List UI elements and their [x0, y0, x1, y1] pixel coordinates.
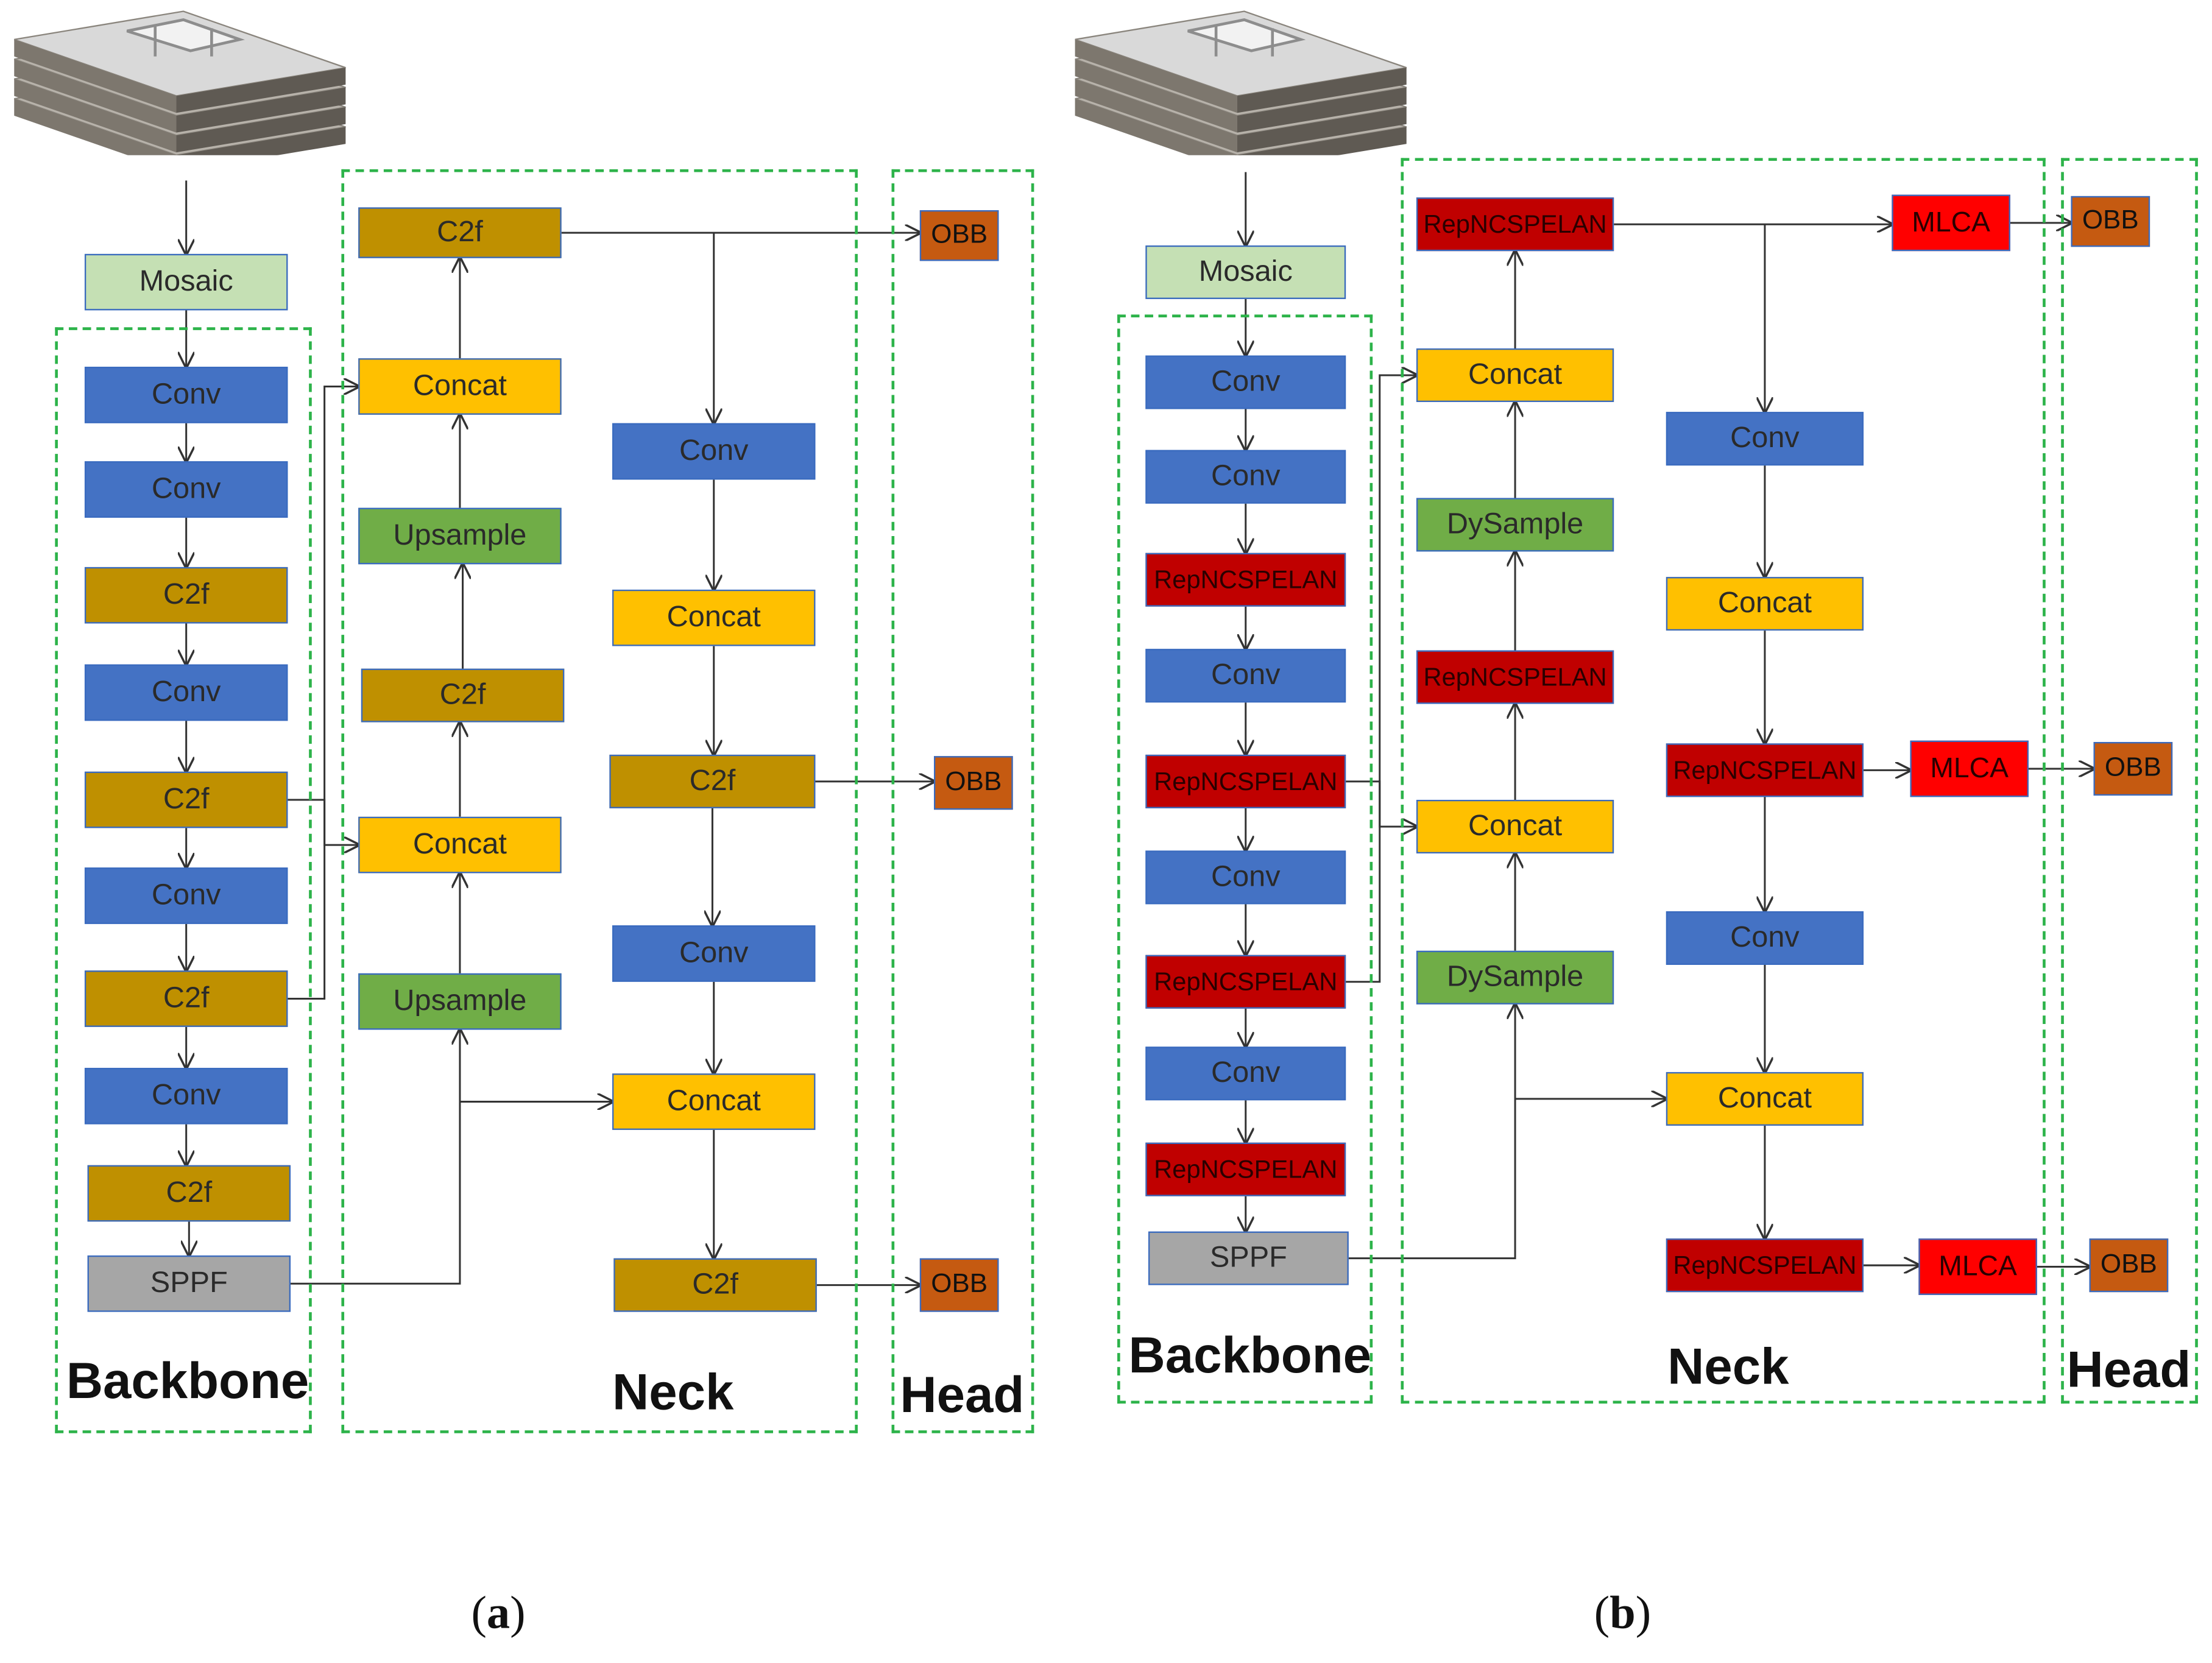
upsample-block: DySample	[1416, 950, 1614, 1005]
conv-block: Conv	[84, 1067, 288, 1125]
concat-block: Concat	[1416, 348, 1614, 402]
conv-block: Conv	[84, 664, 288, 721]
repncspelan-block: RepNCSPELAN	[1666, 1238, 1864, 1293]
c2f-block: C2f	[361, 668, 565, 722]
sppf-block: SPPF	[87, 1255, 291, 1312]
c2f-block: C2f	[84, 970, 288, 1027]
obb-block: OBB	[919, 1258, 999, 1312]
caption-b: (b)	[1594, 1588, 1651, 1640]
upsample-block: DySample	[1416, 498, 1614, 552]
obb-block: OBB	[2093, 742, 2173, 796]
conv-block: Conv	[1145, 1047, 1346, 1101]
c2f-block: C2f	[84, 567, 288, 624]
caption-a: (a)	[471, 1588, 525, 1640]
concat-block: Concat	[358, 816, 562, 874]
caption-close: )	[1635, 1588, 1652, 1639]
repncspelan-block: RepNCSPELAN	[1145, 553, 1346, 607]
c2f-block: C2f	[84, 771, 288, 828]
mlca-block: MLCA	[1910, 740, 2029, 797]
concat-block: Concat	[1666, 577, 1864, 631]
backbone-frame-a	[55, 327, 312, 1433]
conv-block: Conv	[1666, 412, 1864, 466]
connector-arrow	[291, 1029, 460, 1285]
repncspelan-block: RepNCSPELAN	[1666, 743, 1864, 797]
conv-block: Conv	[1145, 355, 1346, 409]
obb-block: OBB	[2089, 1238, 2169, 1293]
concat-block: Concat	[358, 358, 562, 415]
connector-arrow	[288, 387, 358, 1000]
conv-block: Conv	[1666, 911, 1864, 965]
concat-block: Concat	[1666, 1072, 1864, 1126]
backbone-label-b: Backbone	[1128, 1326, 1372, 1384]
repncspelan-block: RepNCSPELAN	[1416, 650, 1614, 704]
mosaic-block: Mosaic	[84, 253, 288, 311]
concat-block: Concat	[1416, 800, 1614, 853]
c2f-block: C2f	[609, 754, 816, 808]
backbone-label-a: Backbone	[66, 1351, 309, 1410]
caption-letter: b	[1610, 1588, 1636, 1639]
connector-arrow	[1346, 375, 1416, 983]
caption-open: (	[1594, 1588, 1610, 1639]
backbone-frame-b	[1117, 314, 1373, 1404]
neck-frame-a	[341, 169, 858, 1433]
input-image-stack-icon	[1075, 10, 1407, 155]
conv-block: Conv	[1145, 850, 1346, 905]
repncspelan-block: RepNCSPELAN	[1145, 754, 1346, 808]
caption-close: )	[510, 1588, 526, 1639]
head-frame-b	[2061, 158, 2198, 1404]
neck-label-b: Neck	[1667, 1337, 1789, 1396]
caption-open: (	[471, 1588, 487, 1639]
mosaic-block: Mosaic	[1145, 245, 1346, 299]
conv-block: Conv	[84, 367, 288, 423]
sppf-block: SPPF	[1148, 1231, 1349, 1285]
mlca-block: MLCA	[1892, 194, 2010, 252]
mlca-block: MLCA	[1918, 1238, 2037, 1295]
conv-block: Conv	[84, 867, 288, 924]
concat-block: Concat	[612, 589, 816, 646]
c2f-block: C2f	[613, 1258, 817, 1312]
obb-block: OBB	[919, 210, 999, 261]
concat-block: Concat	[612, 1073, 816, 1130]
conv-block: Conv	[612, 925, 816, 982]
head-label-b: Head	[2066, 1340, 2191, 1398]
head-label-a: Head	[900, 1365, 1025, 1424]
neck-label-a: Neck	[612, 1362, 734, 1421]
upsample-block: Upsample	[358, 507, 562, 565]
upsample-block: Upsample	[358, 973, 562, 1030]
repncspelan-block: RepNCSPELAN	[1145, 1142, 1346, 1196]
conv-block: Conv	[1145, 450, 1346, 504]
repncspelan-block: RepNCSPELAN	[1145, 955, 1346, 1009]
connector-arrow	[1348, 1005, 1515, 1260]
connector-arrow	[288, 799, 358, 845]
caption-letter: a	[486, 1588, 511, 1639]
c2f-block: C2f	[87, 1165, 291, 1222]
c2f-block: C2f	[358, 207, 562, 258]
repncspelan-block: RepNCSPELAN	[1416, 197, 1614, 252]
obb-block: OBB	[2071, 196, 2150, 247]
obb-block: OBB	[933, 756, 1013, 810]
input-image-stack-icon	[14, 10, 346, 155]
conv-block: Conv	[612, 423, 816, 480]
neck-frame-b	[1401, 158, 2046, 1404]
conv-block: Conv	[84, 461, 288, 518]
conv-block: Conv	[1145, 649, 1346, 703]
connector-arrow	[1346, 780, 1416, 827]
head-frame-a	[891, 169, 1034, 1433]
